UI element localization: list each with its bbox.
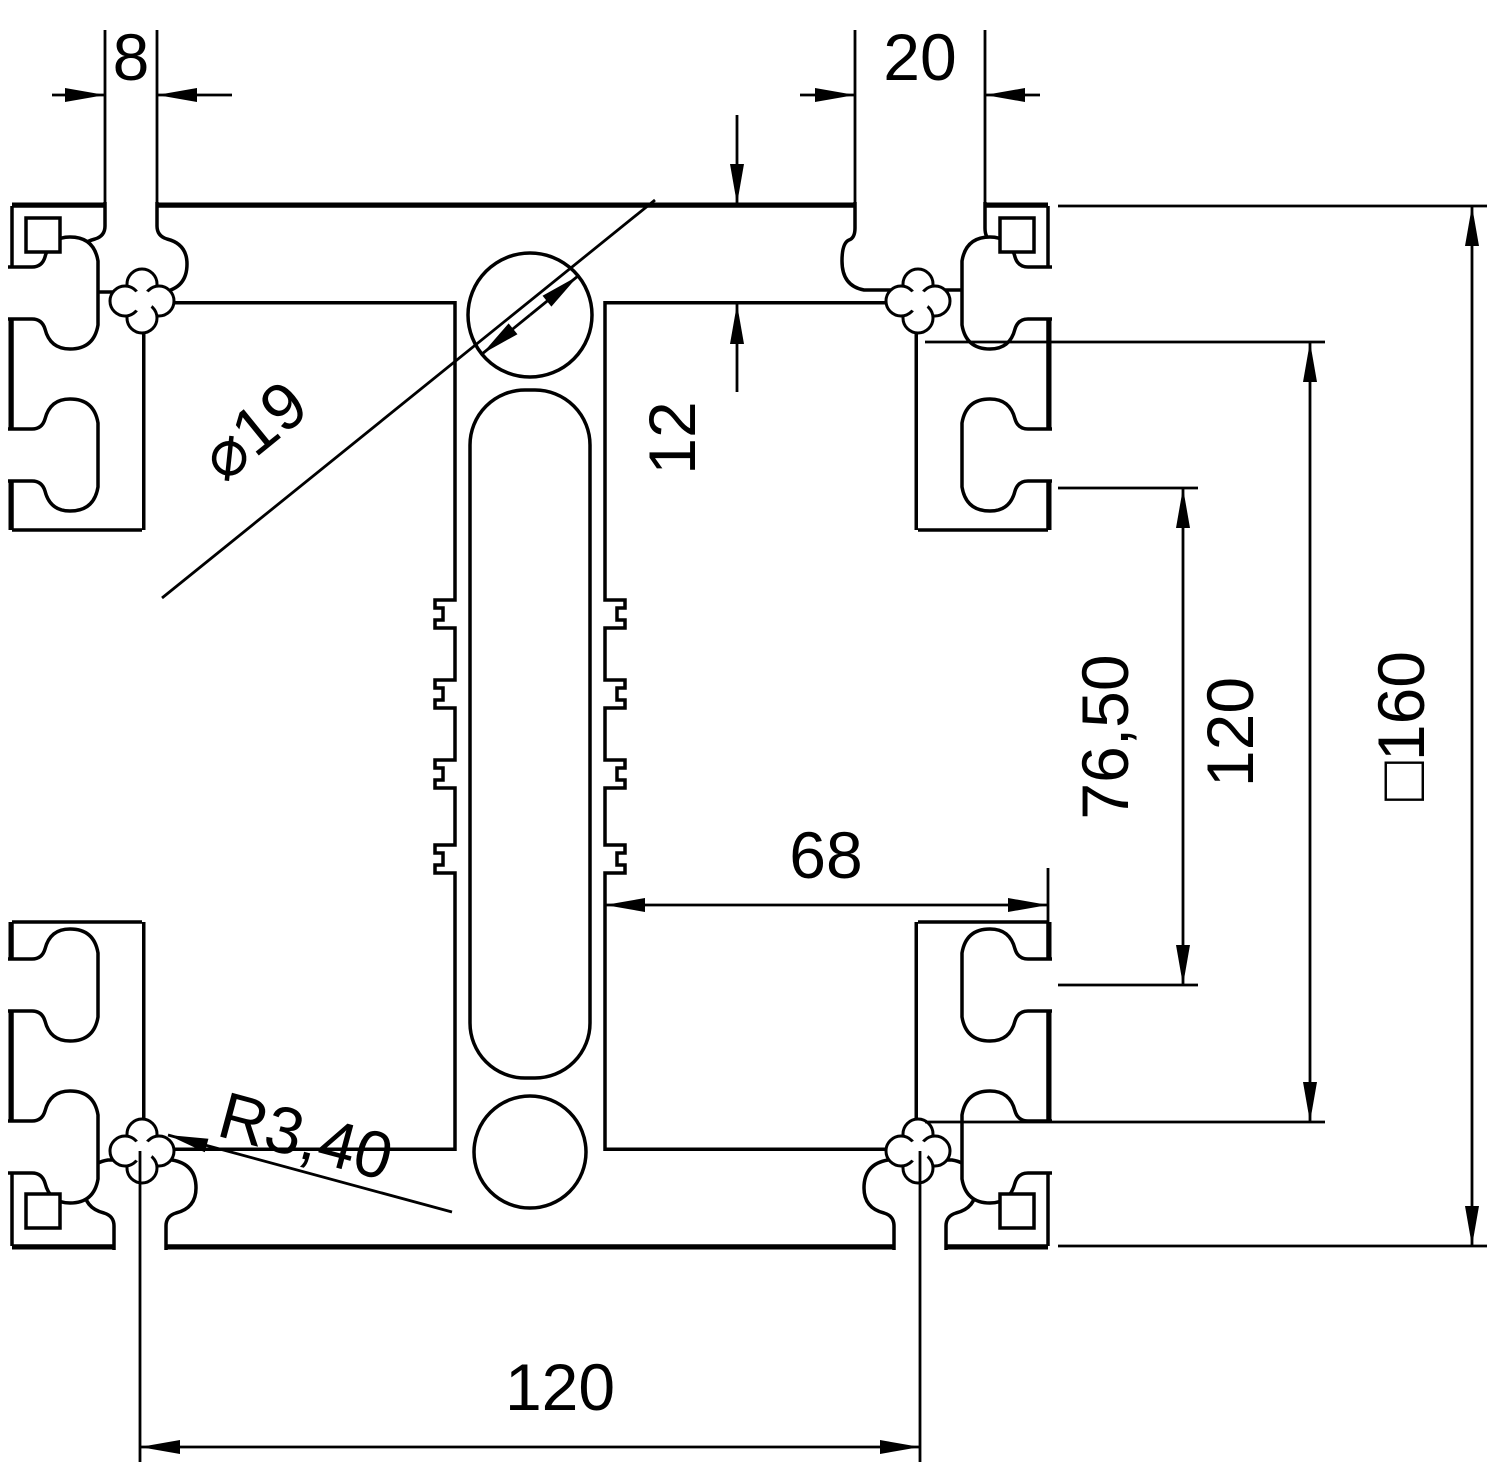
leader-arrow: [529, 274, 579, 317]
dimension-label: 120: [505, 1350, 615, 1424]
extension-line: [103, 30, 159, 206]
dimension-web-to-edge: 68: [605, 818, 1050, 928]
corner-cavity: [24, 216, 62, 254]
dimension-label: ⌀19: [186, 366, 321, 495]
dimension-flange-depth: 12: [635, 115, 744, 475]
extension-line: [1058, 204, 1487, 1248]
dimension-overall-size: □160: [1058, 204, 1487, 1248]
center-slot: [468, 388, 592, 1080]
profile-outline: [10, 204, 1050, 1248]
dimension-label: 20: [883, 20, 956, 94]
dimension-label: 68: [789, 818, 862, 892]
dimension-label: 76,50: [1068, 654, 1142, 819]
dimensions: 8 20 12 ⌀19 76,50 120: [52, 20, 1487, 1462]
leader-line: [161, 198, 656, 600]
corner-cavity: [998, 216, 1036, 254]
extension-line: [138, 1151, 922, 1462]
dimension-label: 12: [635, 401, 709, 474]
corner-cavity: [998, 1192, 1036, 1230]
dimension-slot-width-small: 8: [52, 20, 232, 206]
leader-arrow: [481, 313, 531, 356]
extension-line: [1058, 486, 1198, 987]
dimension-inner-spacing: 76,50: [1058, 486, 1198, 987]
dimension-slot-width-large: 20: [800, 20, 1040, 206]
leader-line: [167, 1133, 453, 1214]
dimension-slot-pitch-vertical: 120: [925, 340, 1325, 1124]
web-edge-left: [433, 301, 457, 1151]
corner-cavity: [24, 1192, 62, 1230]
extension-line: [925, 340, 1325, 1124]
dimension-slot-pitch-bottom: 120: [138, 1151, 922, 1462]
dimension-label: 8: [113, 20, 150, 94]
dimension-label: 120: [1193, 677, 1267, 787]
center-bore-bottom: [472, 1094, 588, 1210]
extension-line: [853, 30, 987, 206]
profile-cross-section: [6, 200, 1054, 1252]
dimension-label: □160: [1364, 651, 1438, 801]
web-edge-right: [603, 301, 627, 1151]
